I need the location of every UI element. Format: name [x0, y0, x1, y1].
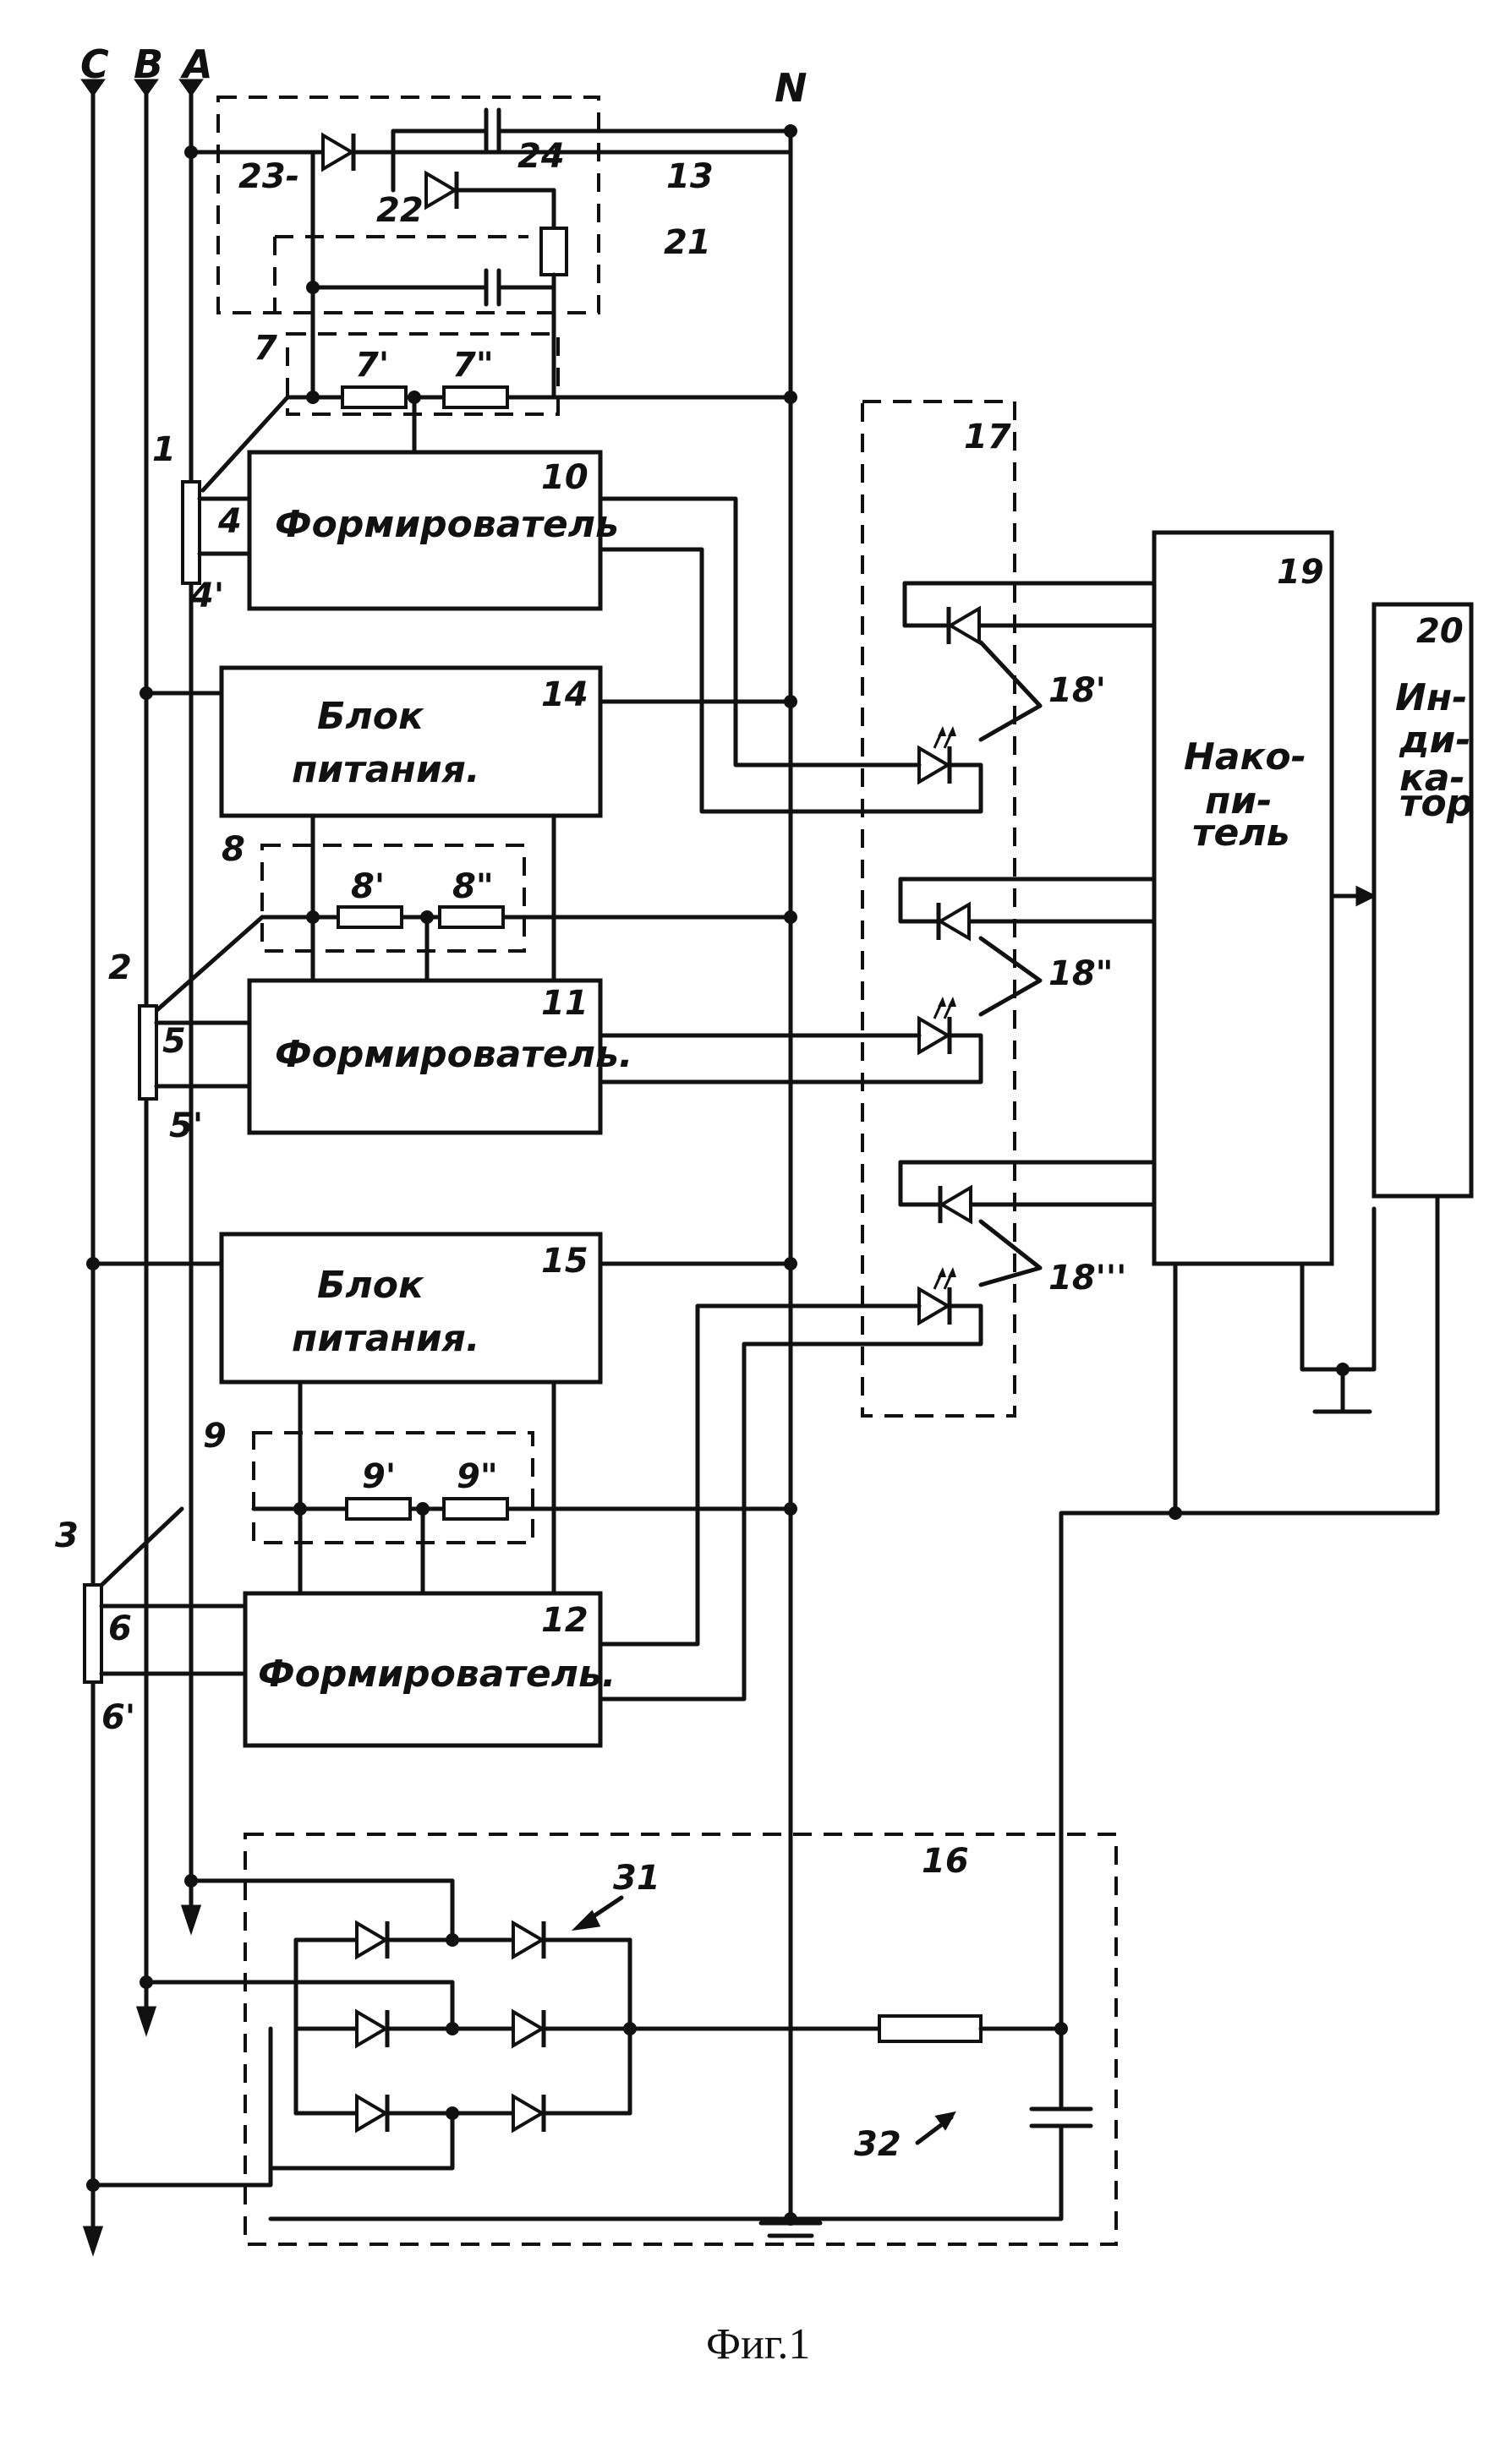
- ref-6: 6: [108, 1609, 132, 1648]
- ref-10: 10: [541, 458, 589, 497]
- power-14-label-1: Блок: [317, 695, 424, 738]
- accumulator-label-1: Нако-: [1184, 735, 1306, 779]
- ref-6p: 6': [101, 1698, 135, 1737]
- former-10-label: Формирователь: [275, 503, 619, 546]
- ref-23: 23-: [238, 157, 299, 196]
- former-block-11: Формирователь. 11: [249, 981, 633, 1133]
- ref-12: 12: [541, 1601, 589, 1640]
- ref-17: 17: [964, 418, 1011, 456]
- ref-16: 16: [922, 1842, 969, 1881]
- bus-label-c: C: [80, 41, 109, 87]
- ref-21: 21: [664, 223, 711, 262]
- ref-4: 4: [217, 502, 242, 541]
- ref-13: 13: [666, 157, 714, 196]
- resistor-group-9: [97, 1433, 797, 1593]
- ref-3: 3: [55, 1516, 79, 1555]
- ref-14: 14: [541, 675, 589, 714]
- ref-18b: 18": [1048, 954, 1114, 993]
- power-15-label-2: питания.: [292, 1317, 480, 1360]
- ref-24: 24: [517, 137, 565, 176]
- former-block-10: Формирователь 10: [249, 452, 619, 609]
- former-12-label: Формирователь.: [258, 1653, 616, 1696]
- ref-19: 19: [1277, 553, 1324, 592]
- ref-5p: 5': [169, 1106, 203, 1145]
- ref-9b: 9": [457, 1457, 498, 1496]
- indicator-label-4: тор: [1399, 782, 1473, 825]
- ref-8a: 8': [351, 867, 385, 906]
- bus-label-a: A: [180, 41, 213, 87]
- figure-caption: Фиг.1: [706, 2320, 810, 2368]
- ref-1: 1: [152, 430, 176, 469]
- power-15-label-1: Блок: [317, 1264, 424, 1307]
- ref-18a: 18': [1048, 671, 1106, 710]
- bus-label-b: B: [134, 41, 163, 87]
- power-14-label-2: питания.: [292, 748, 480, 791]
- sensor-2: [140, 1006, 249, 1099]
- former-11-label: Формирователь.: [275, 1033, 633, 1076]
- ref-15: 15: [541, 1242, 589, 1281]
- accumulator-block-19: 19 Нако- пи- тель: [1154, 533, 1374, 1264]
- ref-7: 7: [254, 329, 277, 368]
- indicator-block-20: 20 Ин- ди- ка- тор: [1374, 604, 1473, 1196]
- indicator-label-2: ди-: [1399, 718, 1471, 762]
- bus-label-n: N: [775, 65, 808, 111]
- ref-8b: 8": [452, 867, 494, 906]
- former-block-12: Формирователь. 12: [245, 1593, 616, 1746]
- ref-2: 2: [108, 948, 132, 987]
- ref-9: 9: [203, 1417, 227, 1456]
- ref-11: 11: [541, 984, 589, 1023]
- ref-7a: 7': [355, 346, 389, 385]
- rectifier-block-16: [86, 1834, 1116, 2244]
- ref-20: 20: [1416, 612, 1464, 651]
- ref-32: 32: [854, 2125, 901, 2164]
- ref-8: 8: [222, 830, 245, 869]
- indicator-label-1: Ин-: [1395, 676, 1468, 719]
- ref-5: 5: [162, 1022, 186, 1061]
- ref-9a: 9': [362, 1457, 396, 1496]
- ref-18c: 18''': [1048, 1259, 1126, 1298]
- accumulator-label-3: тель: [1192, 811, 1289, 855]
- ref-31: 31: [613, 1859, 660, 1898]
- ref-7b: 7": [452, 346, 494, 385]
- power-block-14: Блок питания. 14: [140, 668, 797, 981]
- ref-4p: 4': [189, 576, 224, 615]
- ref-22: 22: [376, 191, 424, 230]
